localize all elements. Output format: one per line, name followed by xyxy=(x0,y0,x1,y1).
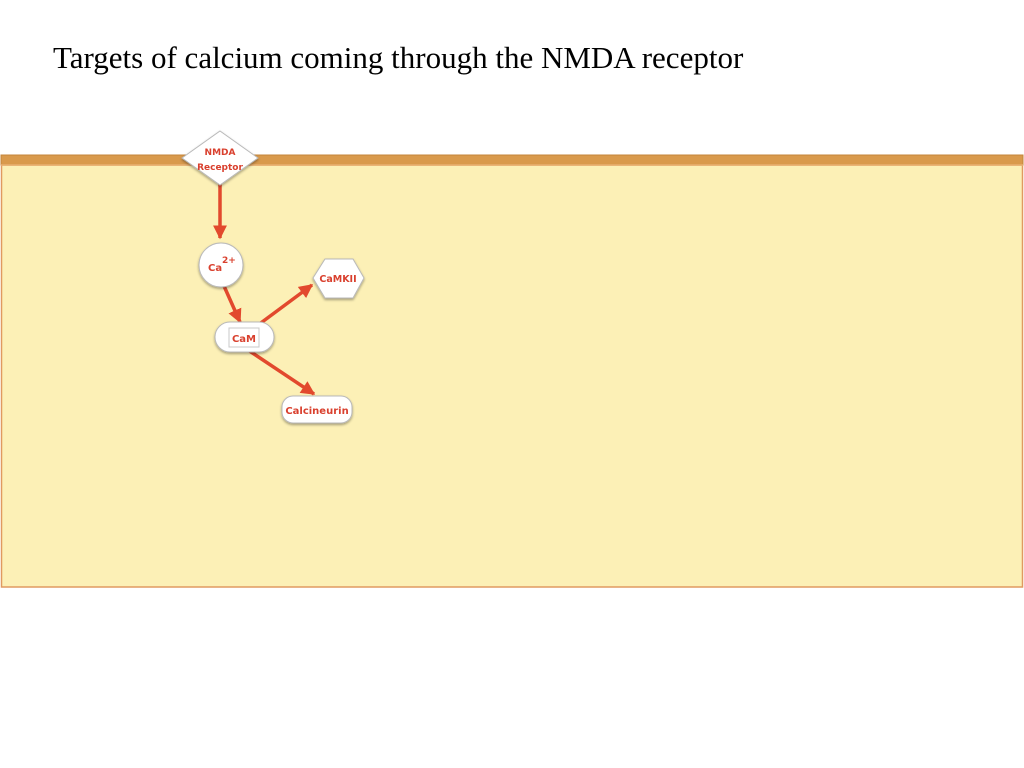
arrow-calcium-to-cam xyxy=(222,285,242,324)
calcium-ion-charge: 2+ xyxy=(222,256,236,266)
calcineurin-node xyxy=(281,395,353,424)
nmda-receptor-node xyxy=(181,130,259,186)
calmodulin-label-box xyxy=(228,327,260,348)
arrow-cam-to-calcineurin xyxy=(241,344,316,396)
calcium-ion-symbol: Ca xyxy=(208,263,222,274)
slide-title: Targets of calcium coming through the NM… xyxy=(53,40,744,75)
calcineurin-label: Calcineurin xyxy=(285,406,348,417)
calcium-ion-node xyxy=(198,242,244,288)
calmodulin-label: CaM xyxy=(232,334,256,345)
nmda-receptor-label-line2: Receptor xyxy=(197,163,243,173)
cell-membrane xyxy=(0,154,1024,166)
arrow-cam-to-camkii xyxy=(252,283,314,330)
cell-cytoplasm xyxy=(0,164,1024,588)
camkii-node xyxy=(312,258,365,299)
nmda-receptor-label-line1: NMDA xyxy=(205,148,236,158)
camkii-label: CaMKII xyxy=(319,274,356,285)
